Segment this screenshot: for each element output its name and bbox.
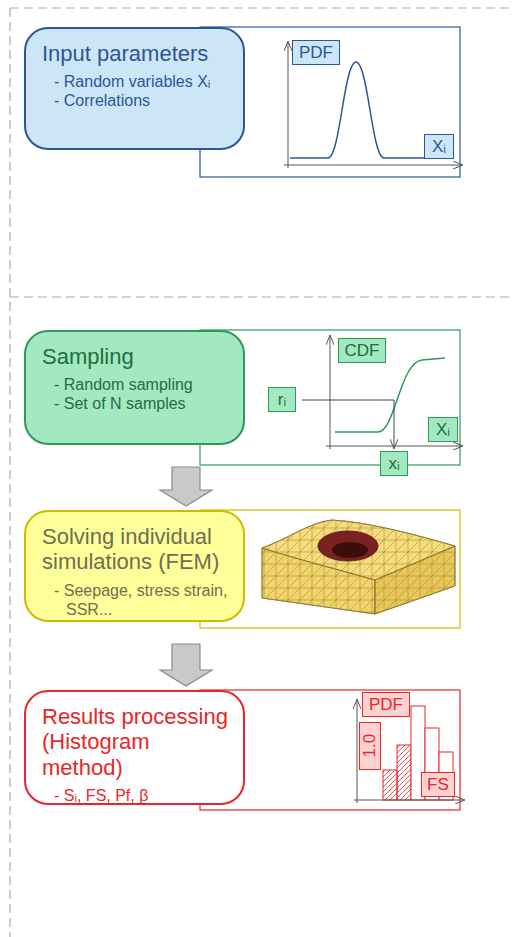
node-title: Input parameters (42, 41, 235, 66)
node-title: Xᵢ (436, 420, 450, 439)
axis-tag: PDF (292, 40, 340, 65)
node-title: FS (427, 775, 449, 794)
node-title: PDF (299, 43, 333, 62)
cdf-chart (302, 336, 462, 449)
node-body: - Sᵢ, FS, Pf, β (54, 786, 235, 805)
block-arrow (160, 467, 212, 506)
node-body: - Set of N samples (54, 394, 235, 413)
node-title: 1.0 (359, 734, 380, 758)
results-box: Results processing (Histogram method) - S… (24, 690, 245, 805)
fem-mesh-illustration (262, 520, 455, 614)
node-title: rᵢ (278, 390, 286, 409)
node-title: PDF (369, 695, 403, 714)
simulation-box: Solving individual simulations (FEM) - Se… (24, 510, 245, 622)
node-body: - Random sampling (54, 375, 235, 394)
node-title: Results processing (Histogram method) (42, 704, 235, 780)
node-body: - Correlations (54, 91, 235, 110)
pdf-chart (284, 42, 462, 168)
axis-tag: Xᵢ (428, 417, 458, 442)
section-dividers (10, 8, 513, 937)
axis-tag: 1.0 (359, 722, 381, 770)
axis-tag: Xᵢ (424, 134, 454, 159)
input-box: Input parameters - Random variables Xᵢ- C… (24, 27, 245, 150)
axis-tag: PDF (362, 692, 410, 717)
node-title: Xᵢ (432, 137, 446, 156)
sampling-box: Sampling - Random sampling- Set of N samp… (24, 330, 245, 445)
axis-tag: rᵢ (268, 387, 296, 412)
node-title: xᵢ (388, 454, 399, 473)
block-arrow (160, 644, 212, 686)
axis-tag: CDF (338, 338, 386, 363)
node-body: - Seepage, stress strain, SSR... (54, 581, 235, 619)
node-title: CDF (345, 341, 380, 360)
node-body: - Random variables Xᵢ (54, 72, 235, 91)
node-title: Sampling (42, 344, 235, 369)
axis-tag: xᵢ (380, 451, 408, 476)
axis-tag: FS (421, 772, 455, 797)
node-title: Solving individual simulations (FEM) (42, 524, 235, 575)
